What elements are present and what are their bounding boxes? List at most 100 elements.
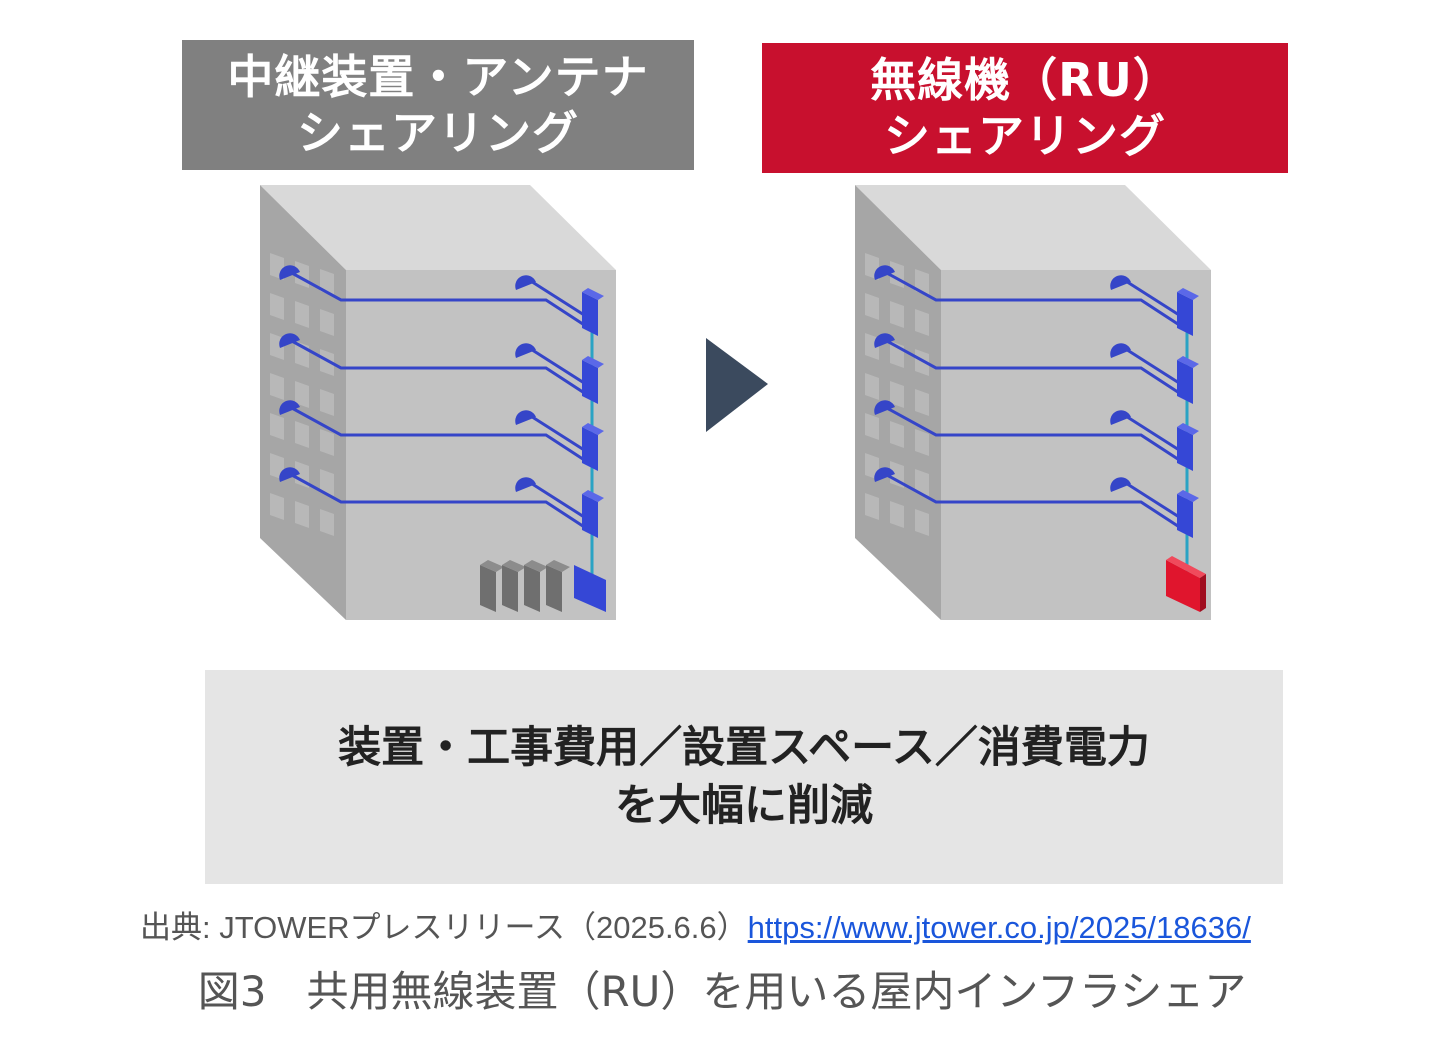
antenna-icon [1110,477,1131,492]
antenna-feed-cable [525,478,593,524]
floor-cable [884,270,1188,332]
repeater-unit-top [1177,288,1199,300]
left-panel-title-line2: シェアリング [297,106,579,160]
building-window [915,309,929,336]
antenna-icon [515,410,536,425]
antenna-icon [874,467,895,482]
floor-cable [884,472,1188,534]
building-window [320,429,334,456]
right-panel-header: 無線機（RU） シェアリング [762,43,1288,173]
antenna-feed-cable [525,411,593,457]
shared-relay-units-icon [480,560,606,612]
source-line: 出典: JTOWERプレスリリース（2025.6.6）https://www.j… [140,902,1400,947]
building-window [890,421,904,448]
repeater-unit-icon [1177,360,1193,404]
repeater-unit-top [1177,356,1199,368]
antenna-icon [874,265,895,280]
repeater-unit-top [582,423,604,435]
antenna-feed-cable [1120,411,1188,457]
left-building-icon [260,185,616,620]
relay-unit-icon [480,565,496,612]
antenna-icon [279,467,300,482]
figure-title: 共用無線装置（RU）を用いる屋内インフラシェア [306,967,1247,1016]
relay-unit-icon [502,565,518,612]
building-window [295,381,309,408]
summary-box: 装置・工事費用／設置スペース／消費電力 を大幅に削減 [205,670,1283,884]
building-window [270,373,284,400]
radio-unit-top [1166,556,1206,578]
antenna-icon [874,333,895,348]
building-roof [855,185,1211,270]
repeater-unit-icon [582,494,598,538]
relay-unit-top [480,560,504,572]
building-window [320,469,334,496]
floor-cable [884,405,1188,467]
repeater-unit-top [582,490,604,502]
building-window [915,429,929,456]
antenna-feed-cable [1120,478,1188,524]
antenna-icon [1110,275,1131,290]
repeater-unit-icon [1177,292,1193,336]
building-window [865,413,879,440]
floor-cable [289,472,593,534]
building-window [915,469,929,496]
building-window [890,501,904,528]
repeater-unit-top [582,288,604,300]
antenna-feed-cable [525,344,593,390]
building-window [890,301,904,328]
repeater-unit-icon [1177,427,1193,471]
building-roof [260,185,616,270]
building-window [915,389,929,416]
repeater-unit-icon [582,292,598,336]
building-window [295,501,309,528]
antenna-icon [874,400,895,415]
antenna-icon [279,265,300,280]
building-window [915,349,929,376]
radio-unit-side [1200,574,1206,612]
shared-radio-unit-icon [1166,556,1206,612]
repeater-unit-icon [1177,494,1193,538]
repeater-unit-top [1177,490,1199,502]
left-panel-title-line1: 中継装置・アンテナ [227,50,649,104]
building-window [270,413,284,440]
summary-line1: 装置・工事費用／設置スペース／消費電力 [338,723,1150,773]
floor-cable [289,270,593,332]
repeater-unit-icon [582,427,598,471]
source-link[interactable]: https://www.jtower.co.jp/2025/18636/ [747,910,1251,945]
figure-caption: 図3 共用無線装置（RU）を用いる屋内インフラシェア [0,958,1444,1019]
repeater-unit-top [582,356,604,368]
building-front [346,270,616,620]
building-window [320,509,334,536]
figure-number: 図3 [197,967,267,1016]
relay-unit-icon [546,565,562,612]
building-window [270,493,284,520]
repeater-unit-icon [582,360,598,404]
building-window [320,349,334,376]
right-panel-title-line2: シェアリング [884,109,1166,163]
building-window [320,389,334,416]
building-window [270,293,284,320]
building-front [941,270,1211,620]
summary-line2: を大幅に削減 [615,781,873,831]
antenna-icon [279,333,300,348]
antenna-feed-cable [1120,344,1188,390]
building-window [865,293,879,320]
building-window [295,301,309,328]
antenna-feed-cable [525,276,593,322]
building-window [915,509,929,536]
relay-unit-top [546,560,570,572]
source-prefix: 出典: JTOWERプレスリリース（2025.6.6） [140,910,748,945]
building-window [865,373,879,400]
antenna-feed-cable [1120,276,1188,322]
diagram-canvas [260,185,1211,620]
relay-unit-icon [524,565,540,612]
relay-unit-top [502,560,526,572]
relay-unit-main-icon [574,565,606,612]
building-window [890,381,904,408]
right-panel-title-line1: 無線機（RU） [870,53,1180,107]
floor-cable [289,338,593,400]
radio-unit-front [1166,560,1200,612]
building-window [295,421,309,448]
repeater-unit-top [1177,423,1199,435]
triangle-right-icon [706,338,768,432]
